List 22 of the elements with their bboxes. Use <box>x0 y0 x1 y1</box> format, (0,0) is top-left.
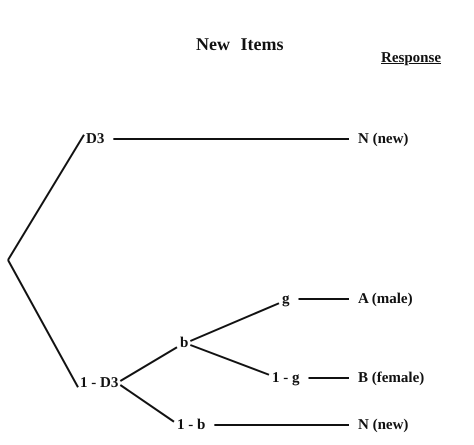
tree-branch-line <box>7 260 79 388</box>
tree-node-label: B (female) <box>358 370 424 386</box>
tree-branch-line <box>308 377 349 379</box>
column-heading: Response <box>381 50 442 67</box>
tree-branch-line <box>7 134 85 261</box>
tree-node-label: 1 - b <box>177 416 206 434</box>
tree-branch-line <box>298 298 349 300</box>
tree-branch-line <box>120 384 175 423</box>
tree-node-label: N (new) <box>358 416 408 434</box>
tree-branch-line <box>190 344 270 376</box>
tree-node-label: g <box>282 290 290 308</box>
tree-node-label: 1 - g <box>272 370 300 386</box>
tree-node-label: D3 <box>86 130 104 148</box>
tree-node-label: A (male) <box>358 290 413 308</box>
tree-branch-line <box>113 138 349 140</box>
tree-branch-line <box>120 346 178 382</box>
tree-node-label: N (new) <box>358 130 408 148</box>
tree-node-label: 1 - D3 <box>80 374 118 392</box>
diagram-title: New Items <box>196 34 284 55</box>
tree-branch-line <box>190 302 280 342</box>
tree-node-label: b <box>180 334 188 352</box>
tree-branch-line <box>214 424 349 426</box>
